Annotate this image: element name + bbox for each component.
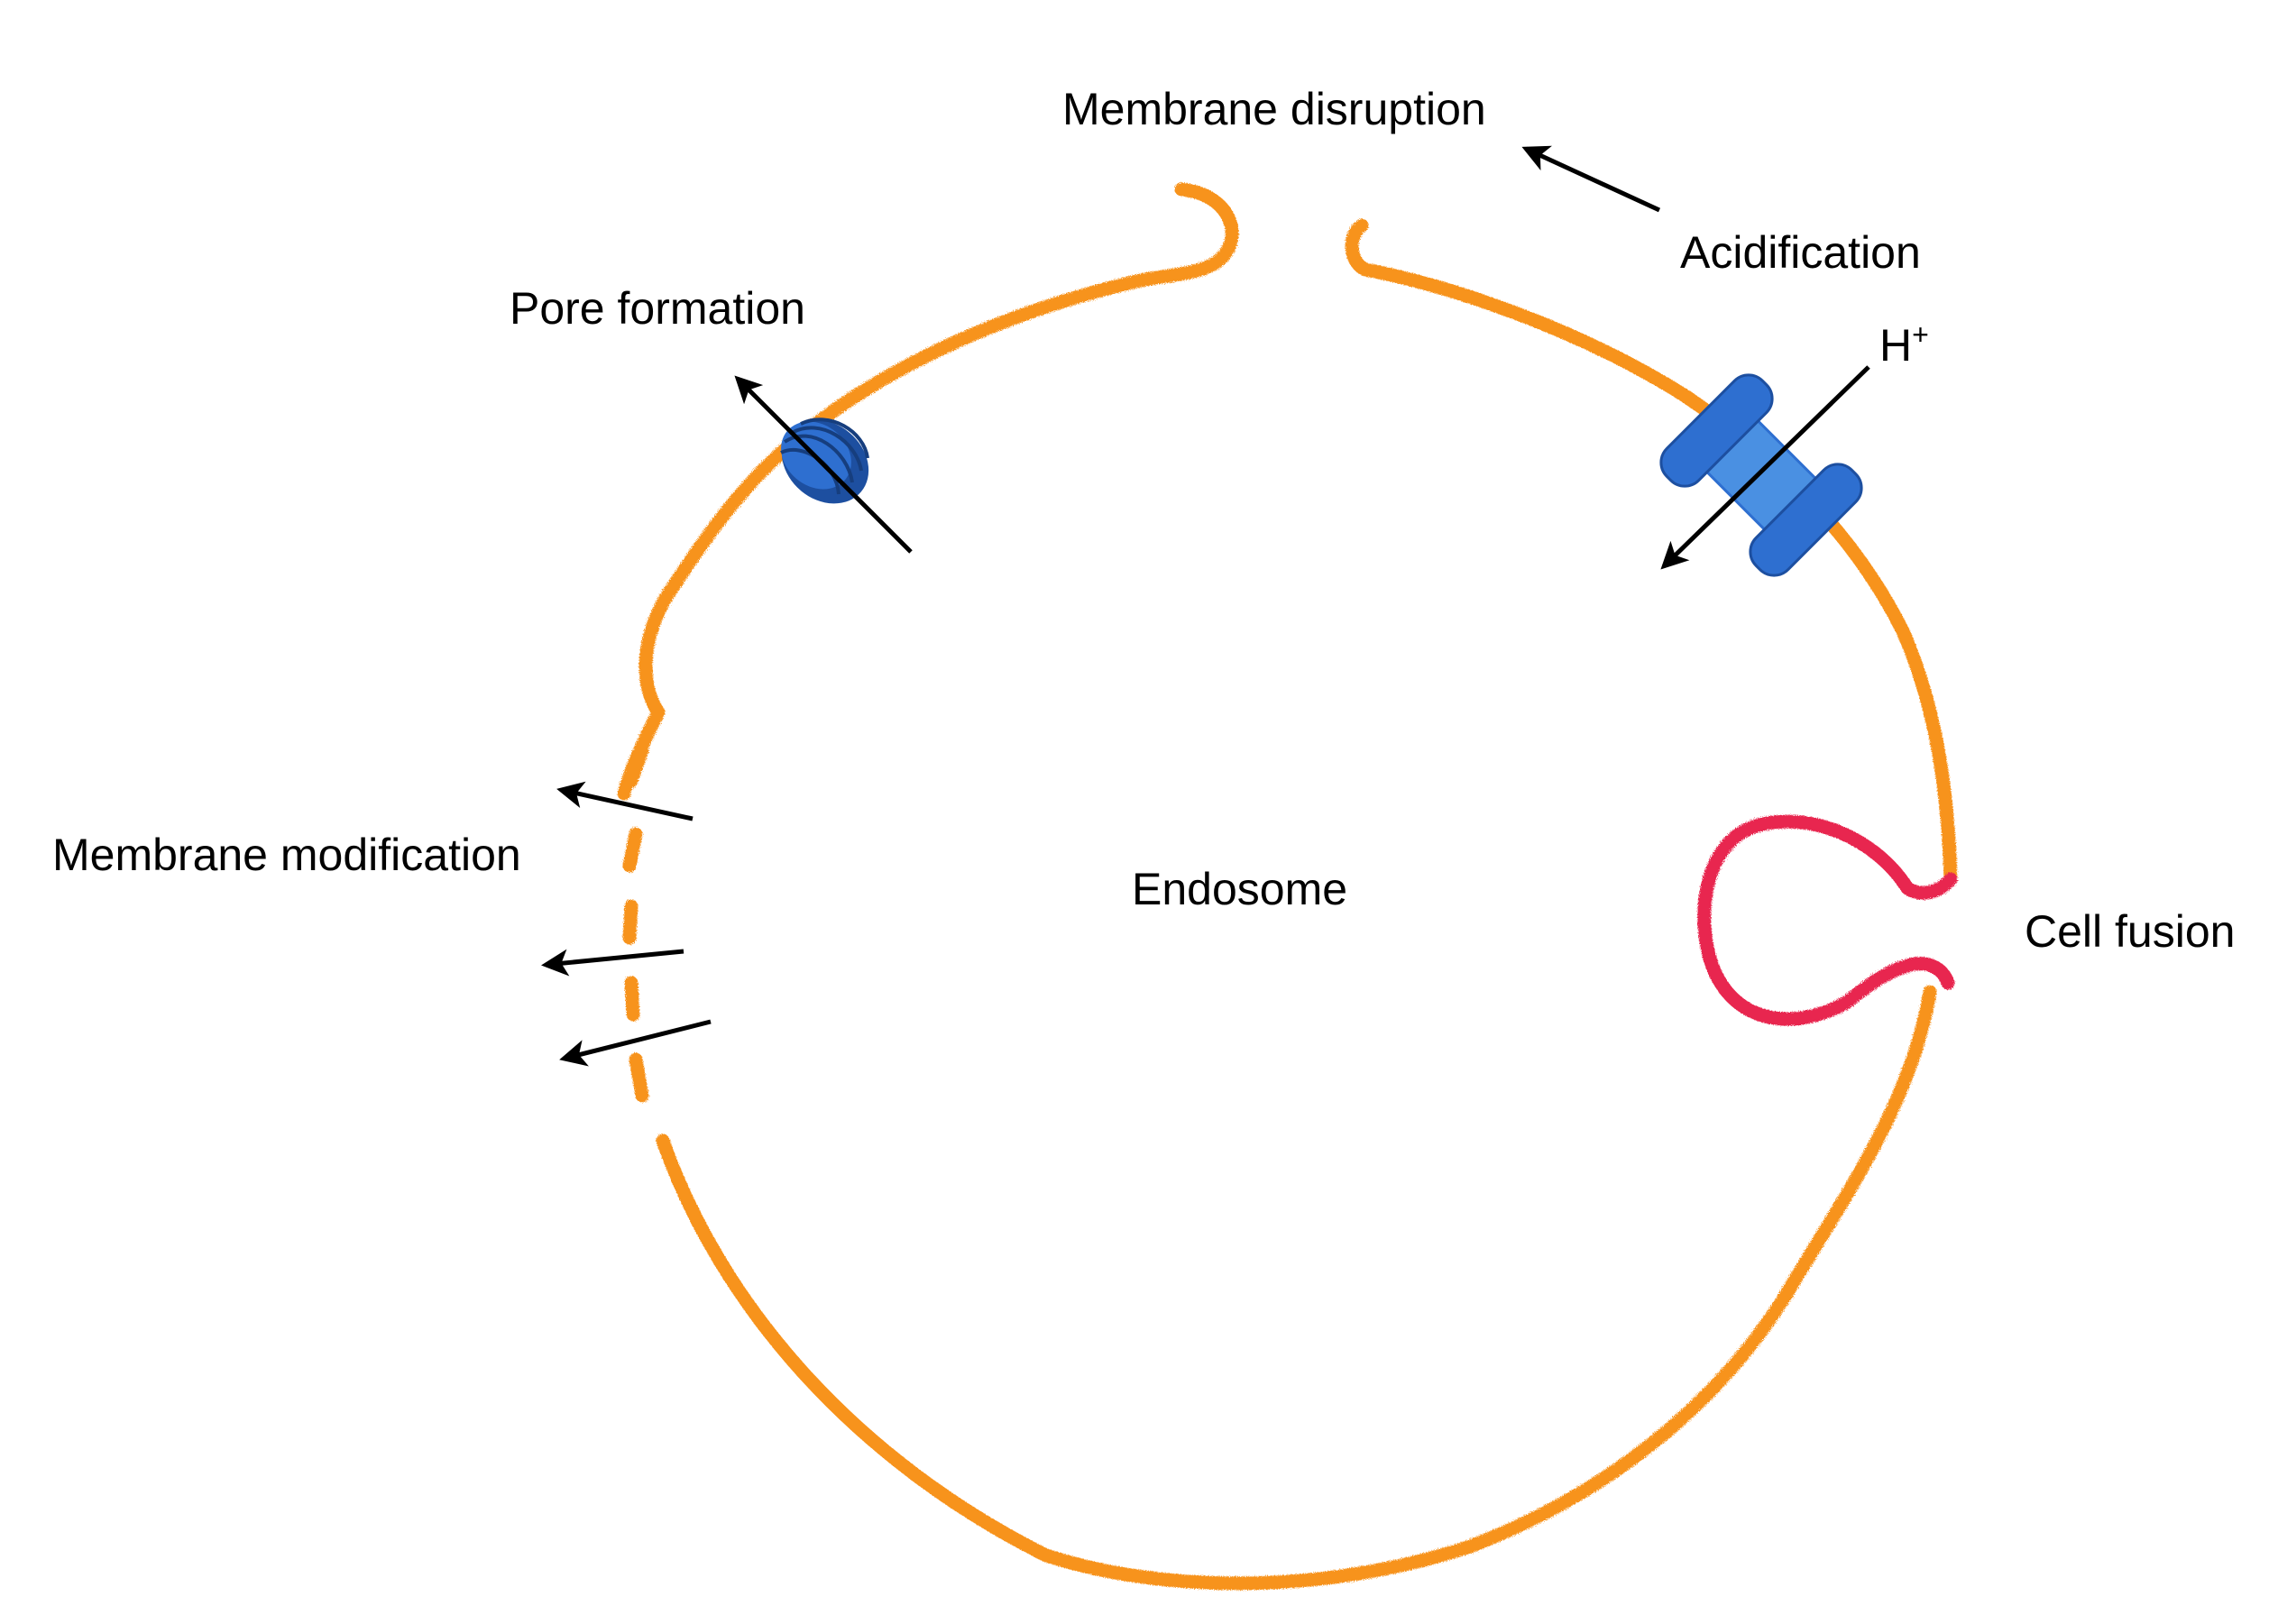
label-membrane-disruption: Membrane disruption (1062, 84, 1486, 134)
membrane-fragment-3 (622, 899, 638, 945)
modification-arrow-2 (541, 949, 684, 977)
proton-pump-icon (1659, 373, 1863, 577)
arrows (541, 145, 1870, 1067)
pore-arrow (734, 375, 913, 554)
membrane-bottom-arc (656, 985, 1937, 1591)
modification-arrow-1 (556, 781, 694, 821)
disruption-arrow (1521, 145, 1661, 213)
membrane-top-left-hook (638, 182, 1239, 720)
cell-fusion-pocket (1697, 814, 1958, 1026)
label-pore-formation: Pore formation (510, 283, 805, 334)
membrane-fragment-2 (622, 827, 643, 873)
proton-arrow (1660, 365, 1870, 570)
modification-arrow-3 (559, 1019, 712, 1067)
label-endosome: Endosome (1132, 864, 1347, 914)
membrane-fragment-1 (624, 743, 649, 788)
membrane-right-upper (1345, 218, 1958, 886)
membrane-fragment-4 (624, 976, 640, 1022)
label-proton: H+ (1879, 318, 1929, 371)
label-cell-fusion: Cell fusion (2025, 906, 2235, 957)
label-acidification: Acidification (1680, 227, 1921, 278)
proton-symbol: H (1879, 320, 1912, 371)
proton-charge: + (1912, 318, 1929, 351)
pore-complex-icon (780, 417, 869, 504)
fusion-membrane (1697, 814, 1958, 1026)
membrane-fragment-5 (629, 1052, 649, 1103)
label-membrane-modification: Membrane modification (52, 830, 521, 880)
